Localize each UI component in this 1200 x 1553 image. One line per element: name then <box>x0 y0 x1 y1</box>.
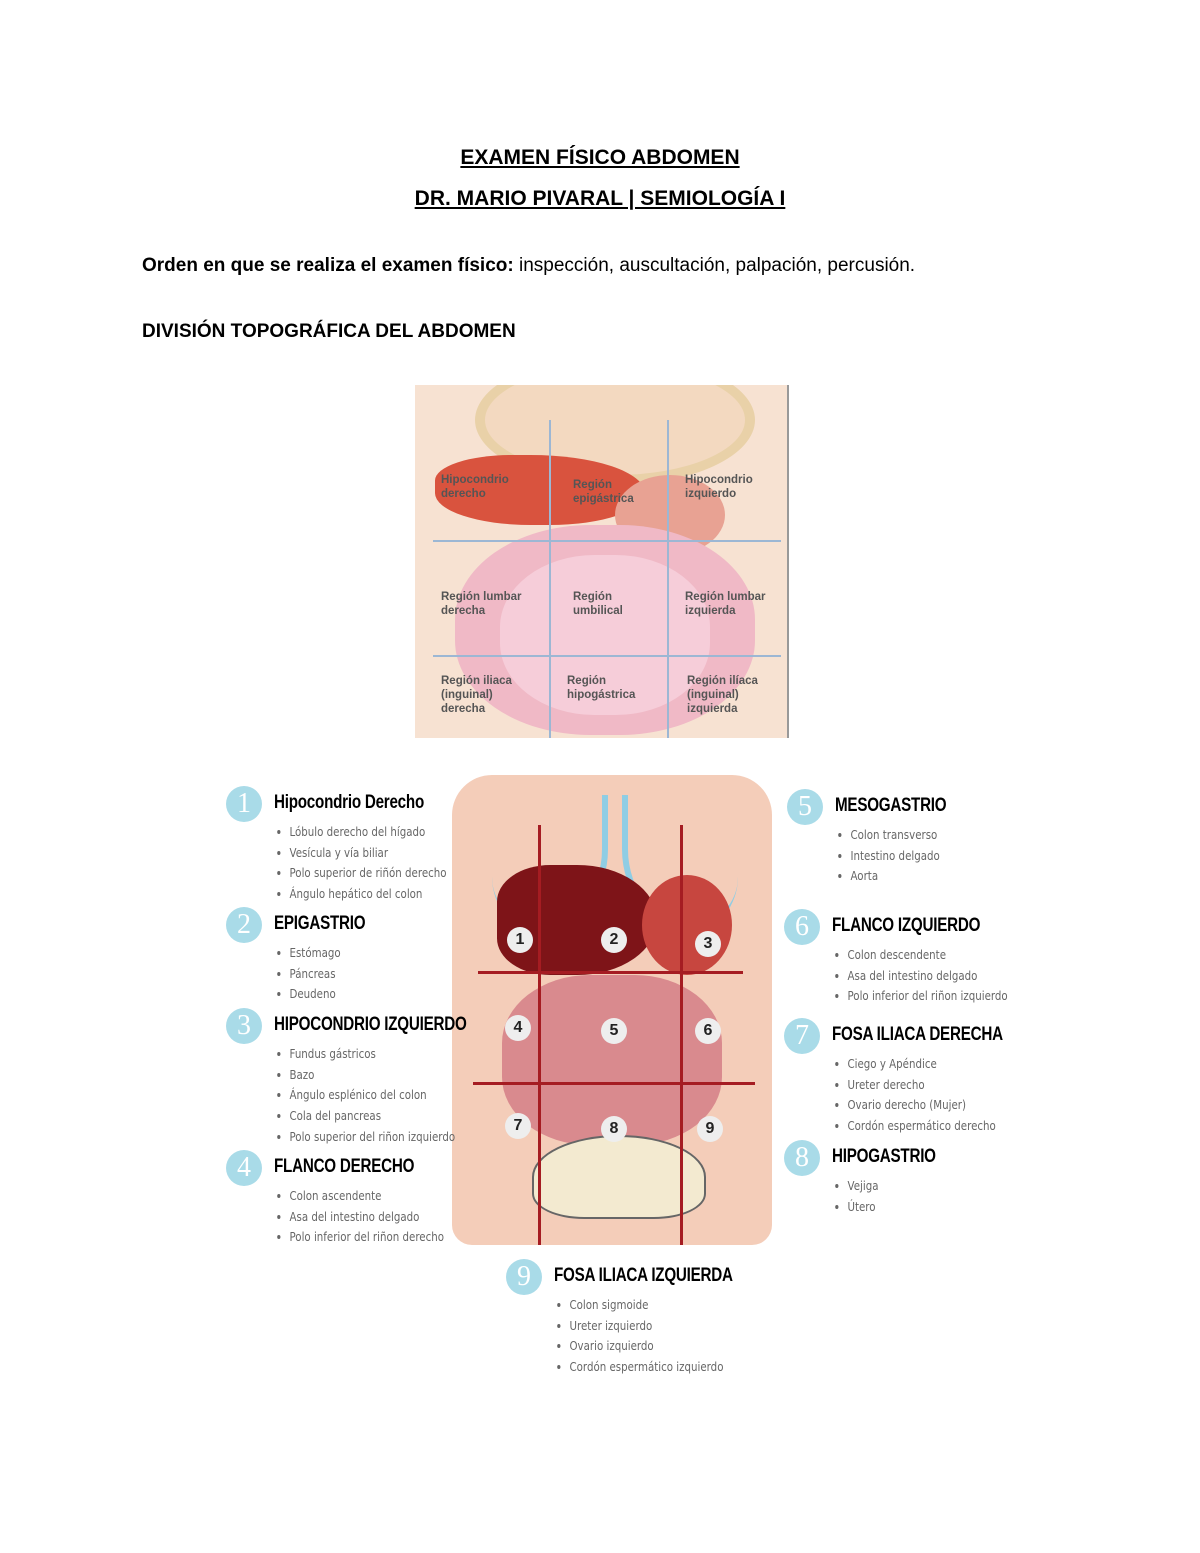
liver <box>435 455 645 525</box>
region-label: Región umbilical <box>573 591 623 617</box>
organ-item: Colon sigmoide <box>569 1295 723 1316</box>
organ-item: Estómago <box>289 943 340 964</box>
organ-item: Ciego y Apéndice <box>847 1054 995 1075</box>
region-title: HIPOGASTRIO <box>832 1146 936 1167</box>
organ-list: Ciego y ApéndiceUreter derechoOvario der… <box>836 1054 995 1137</box>
region-title: FLANCO IZQUIERDO <box>832 915 981 936</box>
organ-item: Polo inferior del riñon derecho <box>289 1227 444 1248</box>
exam-order: Orden en que se realiza el examen físico… <box>142 255 915 277</box>
exam-order-text: inspección, auscultación, palpación, per… <box>513 255 916 276</box>
region-marker: 8 <box>601 1116 627 1142</box>
organ-item: Ureter derecho <box>847 1075 995 1096</box>
region-label: Región hipogástrica <box>567 675 636 701</box>
region-title: FLANCO DERECHO <box>274 1156 415 1177</box>
number-circle-icon: 1 <box>226 786 262 822</box>
region-marker: 4 <box>505 1015 531 1041</box>
organ-list: Fundus gástricosBazoÁngulo esplénico del… <box>278 1044 455 1148</box>
organ-list: Colon descendenteAsa del intestino delga… <box>836 945 1007 1007</box>
divider-line-vertical <box>538 825 541 1245</box>
organ-item: Asa del intestino delgado <box>847 966 1007 987</box>
organ-item: Lóbulo derecho del hígado <box>289 822 446 843</box>
number-circle-icon: 5 <box>787 789 823 825</box>
region-title: Hipocondrio Derecho <box>274 792 424 813</box>
region-label: Región iliaca (inguinal) derecha <box>441 675 512 715</box>
number-circle-icon: 4 <box>226 1150 262 1186</box>
organ-item: Cola del pancreas <box>289 1106 455 1127</box>
region-marker: 9 <box>697 1116 723 1142</box>
organ-item: Bazo <box>289 1065 455 1086</box>
region-label: Hipocondrio izquierdo <box>685 474 753 500</box>
region-marker: 6 <box>695 1018 721 1044</box>
organ-item: Ángulo esplénico del colon <box>289 1085 455 1106</box>
liver <box>497 865 657 975</box>
abdomen-organs-infographic: 1 2 3 4 5 6 7 8 9 <box>220 775 1000 1385</box>
organ-item: Colon transverso <box>850 825 939 846</box>
divider-line-horizontal <box>473 1082 755 1085</box>
organ-item: Intestino delgado <box>850 846 939 867</box>
region-label: Hipocondrio derecho <box>441 474 509 500</box>
region-marker: 7 <box>505 1113 531 1139</box>
organ-item: Cordón espermático derecho <box>847 1116 995 1137</box>
number-circle-icon: 7 <box>784 1018 820 1054</box>
region-marker: 3 <box>695 931 721 957</box>
organ-item: Ovario izquierdo <box>569 1336 723 1357</box>
region-title: FOSA ILIACA DERECHA <box>832 1024 1003 1045</box>
organ-item: Vejiga <box>847 1176 878 1197</box>
number-circle-icon: 3 <box>226 1008 262 1044</box>
region-title: FOSA ILIACA IZQUIERDA <box>554 1265 733 1286</box>
organ-item: Colon ascendente <box>289 1186 444 1207</box>
organ-item: Aorta <box>850 866 939 887</box>
region-label: Región epigástrica <box>573 479 634 505</box>
number-circle-icon: 2 <box>226 907 262 943</box>
divider-line-vertical <box>680 825 683 1245</box>
divider-line-horizontal <box>478 971 743 974</box>
organ-item: Ángulo hepático del colon <box>289 884 446 905</box>
organ-item: Útero <box>847 1197 878 1218</box>
region-label: Región ilíaca (inguinal) izquierda <box>687 675 758 715</box>
region-title: HIPOCONDRIO IZQUIERDO <box>274 1014 467 1035</box>
organ-list: Colon sigmoideUreter izquierdoOvario izq… <box>558 1295 723 1378</box>
number-circle-icon: 9 <box>506 1259 542 1295</box>
section-heading: DIVISIÓN TOPOGRÁFICA DEL ABDOMEN <box>142 321 516 342</box>
spleen-stomach <box>642 875 732 975</box>
region-marker: 2 <box>601 927 627 953</box>
region-marker: 5 <box>601 1018 627 1044</box>
organ-item: Deudeno <box>289 984 340 1005</box>
organ-item: Polo superior del riñon izquierdo <box>289 1127 455 1148</box>
organ-item: Polo superior de riñón derecho <box>289 863 446 884</box>
region-title: MESOGASTRIO <box>835 795 947 816</box>
abdomen-regions-illustration: Hipocondrio derecho Región epigástrica H… <box>415 385 789 738</box>
organ-item: Colon descendente <box>847 945 1007 966</box>
region-label: Región lumbar derecha <box>441 591 522 617</box>
organ-item: Páncreas <box>289 964 340 985</box>
organ-list: Lóbulo derecho del hígadoVesícula y vía … <box>278 822 446 905</box>
organ-item: Asa del intestino delgado <box>289 1207 444 1228</box>
organ-item: Ovario derecho (Mujer) <box>847 1095 995 1116</box>
organ-list: EstómagoPáncreasDeudeno <box>278 943 340 1005</box>
organ-item: Cordón espermático izquierdo <box>569 1357 723 1378</box>
region-label: Región lumbar izquierda <box>685 591 766 617</box>
organ-list: VejigaÚtero <box>836 1176 878 1217</box>
document-subtitle: DR. MARIO PIVARAL | SEMIOLOGÍA I <box>414 187 786 210</box>
torso-illustration <box>452 775 772 1245</box>
organ-list: Colon ascendenteAsa del intestino delgad… <box>278 1186 444 1248</box>
organ-list: Colon transversoIntestino delgadoAorta <box>839 825 939 887</box>
number-circle-icon: 6 <box>784 909 820 945</box>
number-circle-icon: 8 <box>784 1140 820 1176</box>
small-intestine <box>500 555 710 715</box>
organ-item: Ureter izquierdo <box>569 1316 723 1337</box>
region-marker: 1 <box>507 927 533 953</box>
exam-order-label: Orden en que se realiza el examen físico… <box>142 255 514 276</box>
organ-item: Vesícula y vía biliar <box>289 843 446 864</box>
organ-item: Polo inferior del riñon izquierdo <box>847 986 1007 1007</box>
document-title: EXAMEN FÍSICO ABDOMEN <box>460 146 740 169</box>
region-title: EPIGASTRIO <box>274 913 366 934</box>
organ-item: Fundus gástricos <box>289 1044 455 1065</box>
